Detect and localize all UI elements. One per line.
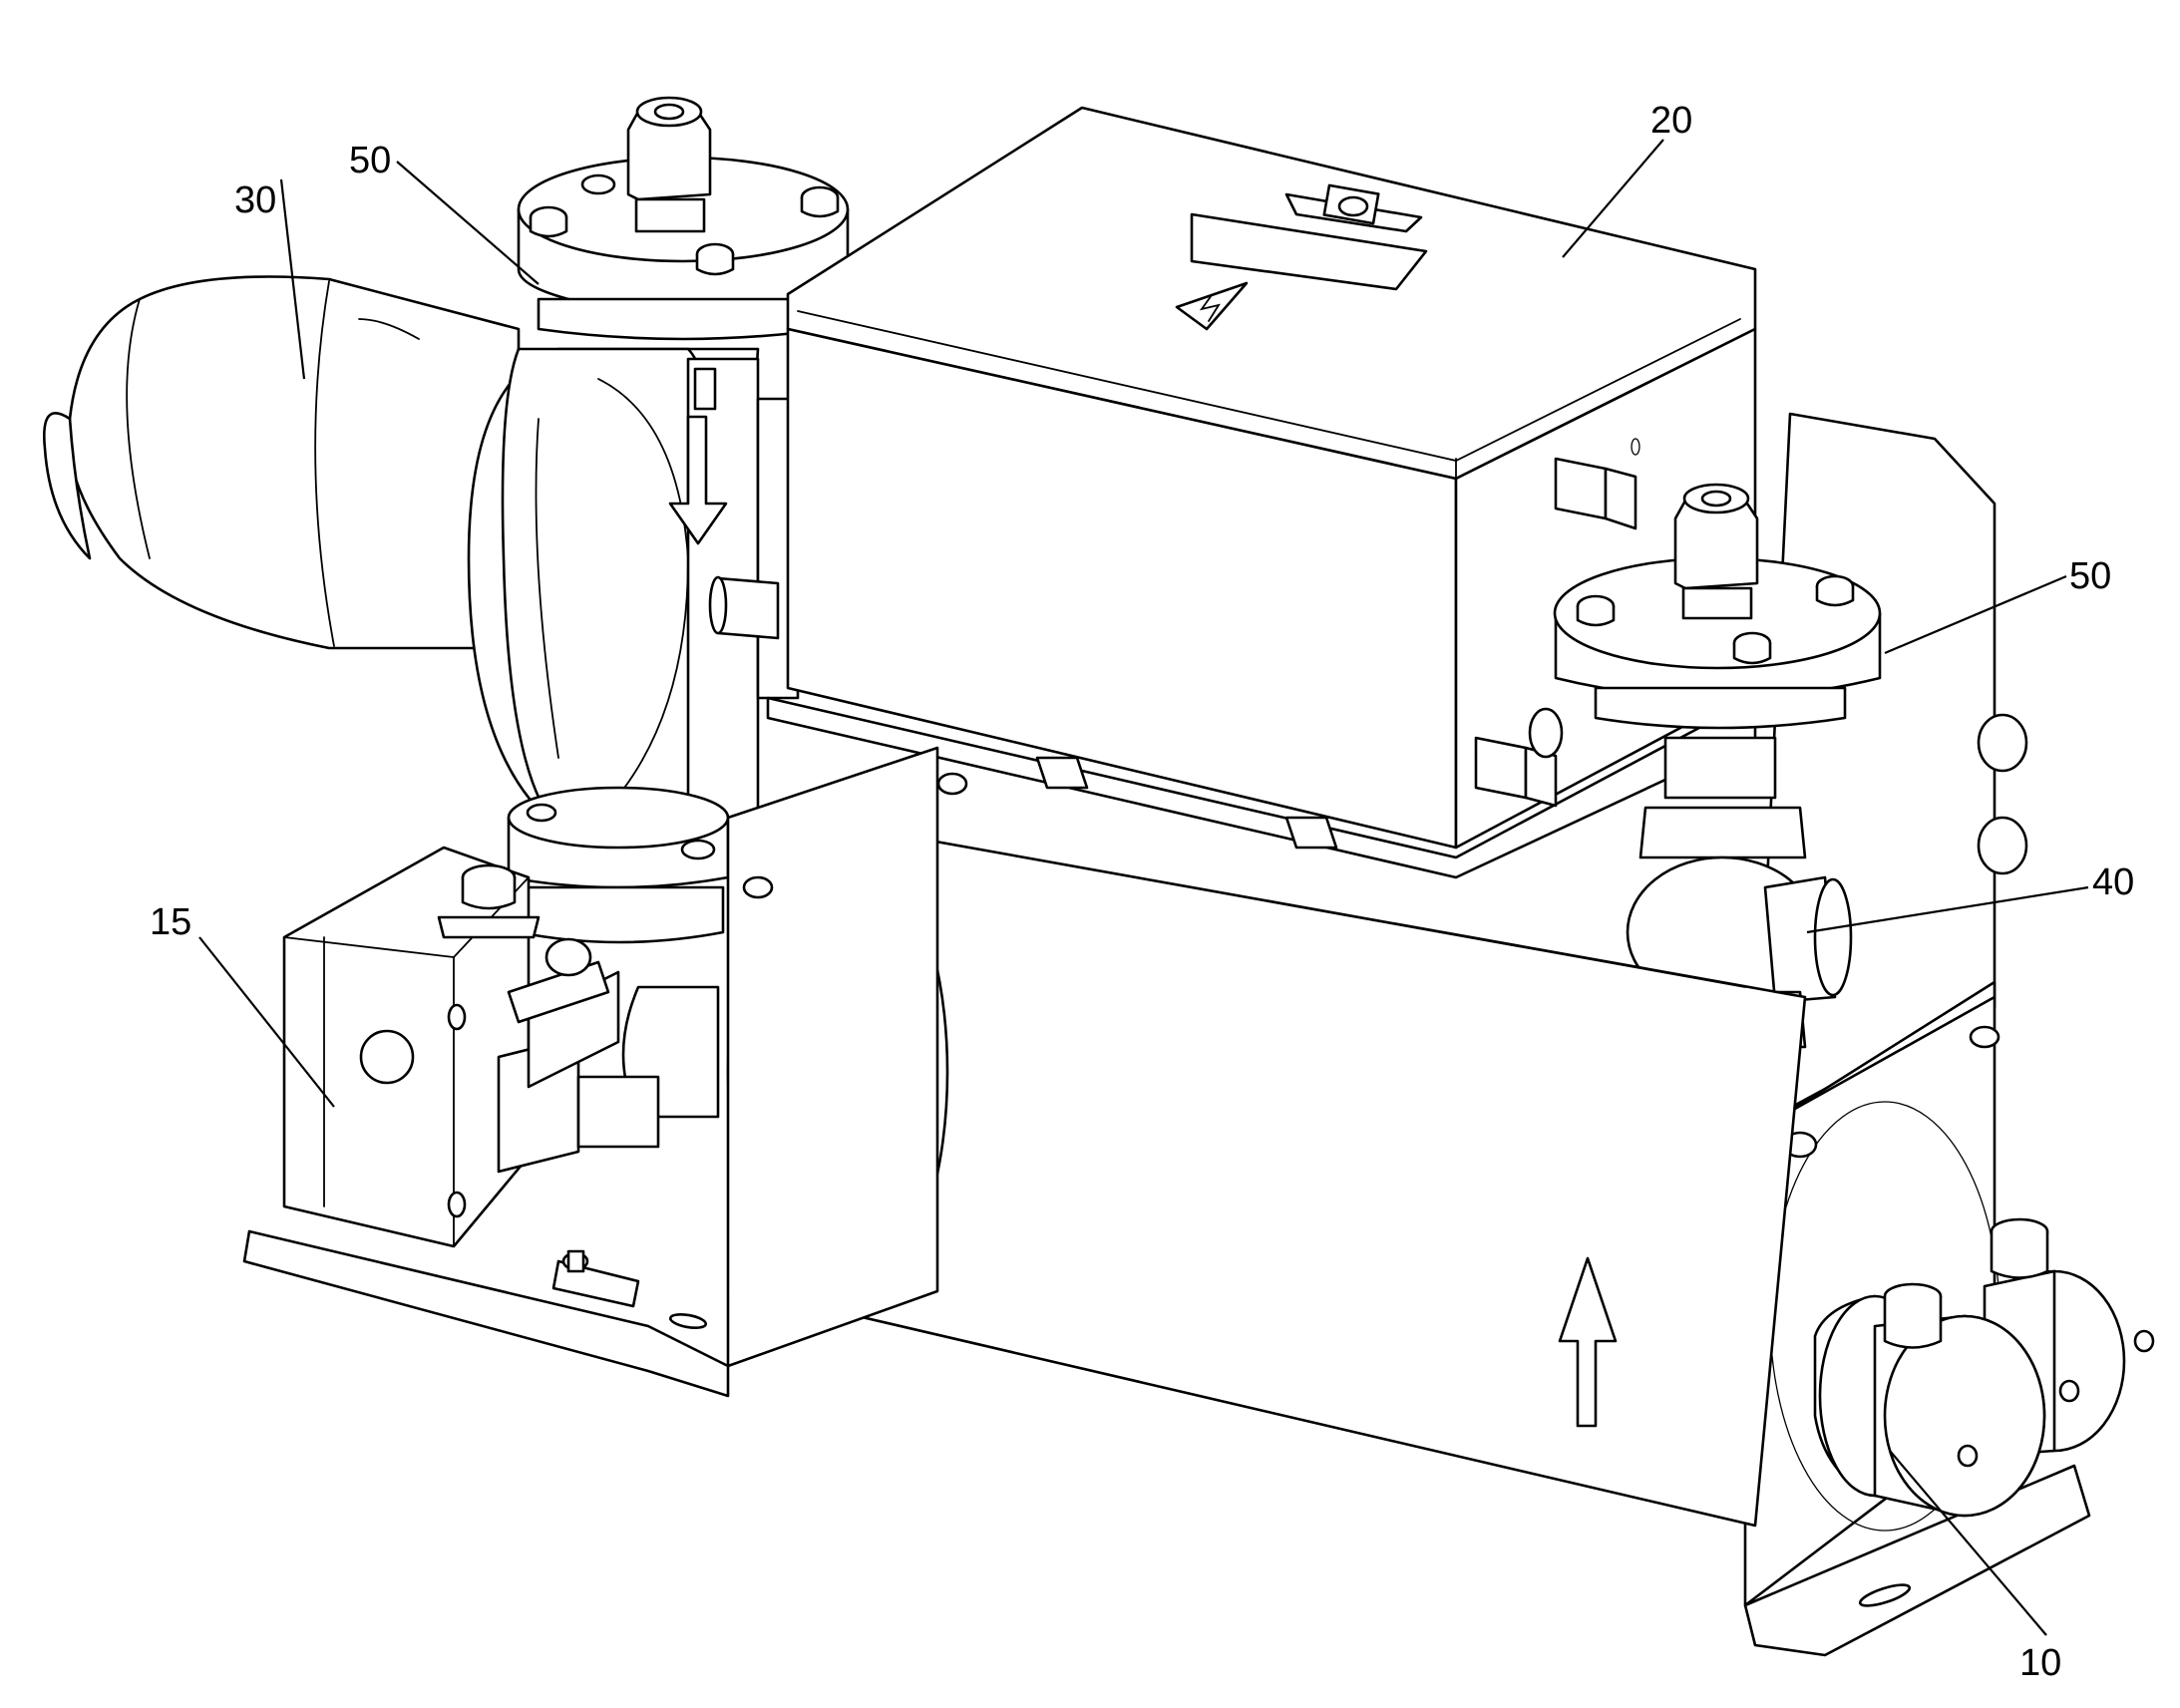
reference-numeral-20: 20 xyxy=(1650,100,1692,142)
reference-numeral-50-right: 50 xyxy=(2069,555,2111,597)
leader-lines xyxy=(198,139,2089,1636)
reference-numeral-10: 10 xyxy=(2019,1642,2061,1684)
top-flange-left xyxy=(517,96,850,341)
reference-numeral-30: 30 xyxy=(234,179,276,221)
left-base-bracket xyxy=(242,746,968,1398)
reference-numeral-50-left: 50 xyxy=(349,140,391,181)
motor-30 xyxy=(43,275,521,650)
leader-20 xyxy=(1562,139,1664,258)
leader-30 xyxy=(279,178,306,380)
leader-10 xyxy=(1889,1450,2047,1636)
reference-numeral-40: 40 xyxy=(2092,861,2134,903)
junction-box-15 xyxy=(282,846,660,1248)
right-flange-50 xyxy=(1553,483,1882,730)
leader-40 xyxy=(1806,885,2089,934)
flow-arrow-up-icon xyxy=(1558,1256,1618,1428)
leader-15 xyxy=(198,936,335,1108)
leader-50-left xyxy=(396,161,540,285)
flow-arrow-down-icon xyxy=(668,367,728,545)
control-box-20 xyxy=(708,106,1757,879)
high-voltage-warning-icon xyxy=(1175,281,1249,331)
level-sensor-10 xyxy=(1813,1217,2155,1518)
reference-numeral-15: 15 xyxy=(150,901,191,943)
leader-50-right xyxy=(1884,574,2067,655)
